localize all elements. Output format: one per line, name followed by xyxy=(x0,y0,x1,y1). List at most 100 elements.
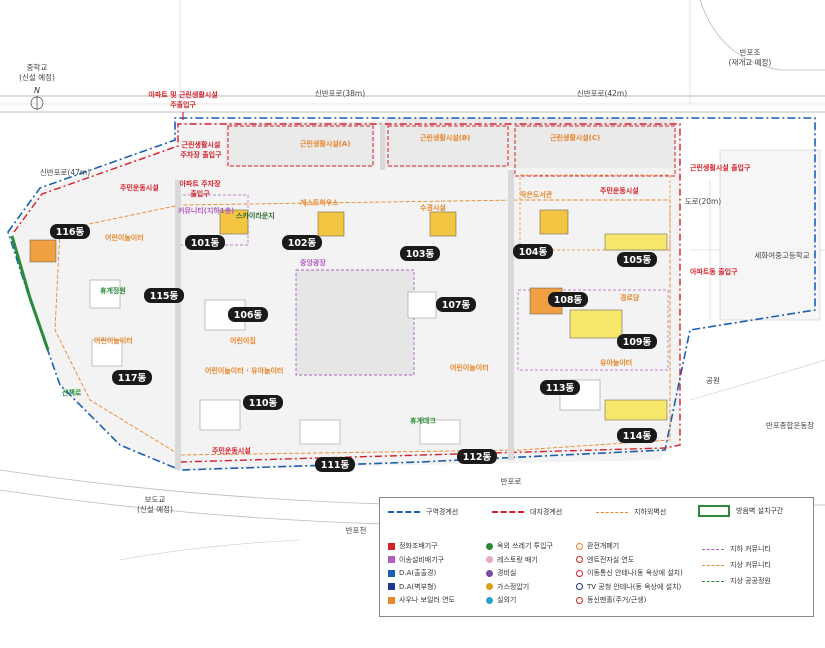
building-tag-101: 101동 xyxy=(185,235,225,250)
legend-swatch xyxy=(486,583,493,590)
building-tag-label: 115동 xyxy=(150,291,179,302)
fac-plaza: 중앙광장 xyxy=(300,258,326,267)
legend-swatch xyxy=(388,542,395,550)
legend-underground: 지하외벽선 xyxy=(596,507,666,517)
label-sinbanpo-47: 신반포로(47m) xyxy=(40,168,90,177)
underground-wall xyxy=(54,199,671,456)
label-park: 공원 xyxy=(706,376,720,385)
legend-swatch xyxy=(576,542,583,550)
building-tag-label: 110동 xyxy=(249,398,278,409)
building-tag-104: 104동 xyxy=(513,244,553,259)
building-tag-107: 107동 xyxy=(436,297,476,312)
legend-item: 이송설비배기구 xyxy=(388,555,444,565)
building-tag-label: 104동 xyxy=(519,247,548,258)
building-tag-bg xyxy=(513,244,553,259)
callout-apt-parking: 아파트 주차장 xyxy=(179,179,221,188)
internal-roads xyxy=(175,124,514,470)
zone-boundary xyxy=(7,117,816,471)
building-tag-117: 117동 xyxy=(112,370,152,385)
fac-kids-3: 어린이놀이터 · 유아놀이터 xyxy=(205,366,283,375)
legend-item: 지하 커뮤니티 xyxy=(702,544,771,554)
callout-apt-entrance-2: 주출입구 xyxy=(170,100,196,109)
building-tag-113: 113동 xyxy=(540,380,580,395)
legend-swatch xyxy=(388,569,395,577)
legend-label: 동신맨홀(주거/근생) xyxy=(587,596,647,604)
legend-label: D.A(출출경) xyxy=(399,569,437,577)
legend-item: 사우나 보일러 연도 xyxy=(388,595,455,605)
fac-bench: 휴게데크 xyxy=(410,416,436,425)
callout-retail-parking: 근린생활시설 xyxy=(182,140,221,149)
legend-zone-boundary: 구역경계선 xyxy=(388,507,458,517)
legend-swatch xyxy=(702,564,724,566)
building-tag-label: 101동 xyxy=(191,238,220,249)
fac-seniors: 경로당 xyxy=(620,293,640,302)
label-sinbanpo-38: 신반포로(38m) xyxy=(315,89,365,98)
legend-swatch xyxy=(576,569,583,577)
legend-item: 실외기 xyxy=(486,595,516,605)
noise-wall xyxy=(10,235,50,351)
legend-swatch xyxy=(576,596,583,604)
fac-playground: 유아놀이터 xyxy=(600,358,632,367)
building-tag-bg xyxy=(315,457,355,472)
legend-label: 이송설비배기구 xyxy=(399,555,445,564)
fac-kids-4: 어린이놀이터 xyxy=(450,363,489,372)
building-tag-115: 115동 xyxy=(144,288,184,303)
label-banpo-ro: 반포로 xyxy=(501,477,522,486)
building-tag-bg xyxy=(436,297,476,312)
building-tag-114: 114동 xyxy=(617,428,657,443)
label-sinbanpo-42: 신반포로(42m) xyxy=(577,89,627,98)
legend-label: D.A(벽부형) xyxy=(399,582,437,591)
building-tag-bg xyxy=(540,380,580,395)
fac-retail-c: 근린생활시설(C) xyxy=(550,133,600,142)
fac-kids: 어린이놀이터 xyxy=(105,233,144,242)
building-tag-bg xyxy=(617,252,657,267)
underground-line-swatch xyxy=(596,511,628,513)
legend-label: 레스토랑 배기 xyxy=(497,555,538,564)
legend-swatch xyxy=(576,556,583,563)
legend-label: 사우나 보일러 연도 xyxy=(399,596,455,604)
legend-label: 지하 커뮤니티 xyxy=(730,545,771,553)
building-tag-label: 114동 xyxy=(623,431,652,442)
fac-retail-b: 근린생활시설(B) xyxy=(420,133,470,142)
legend-label: 옥외 쓰레기 투입구 xyxy=(497,542,553,550)
legend-swatch xyxy=(486,542,493,550)
legend-item: 정화조배기구 xyxy=(388,541,438,551)
legend-label: 정화조배기구 xyxy=(399,542,438,550)
noise-wall-swatch xyxy=(698,505,730,517)
building-tag-label: 112동 xyxy=(463,452,492,463)
building-tag-label: 102동 xyxy=(288,238,317,249)
legend-item: D.A(벽부형) xyxy=(388,582,436,592)
building-tag-label: 111동 xyxy=(321,460,350,471)
legend-label: 가스정압기 xyxy=(497,582,530,591)
building-tag-102: 102동 xyxy=(282,235,322,250)
legend-item: D.A(출출경) xyxy=(388,568,436,578)
label-banpo-jo: 반포조 xyxy=(740,48,761,57)
legend-swatch xyxy=(486,596,493,604)
label-banpo-sports: 반포종합운동장 xyxy=(766,420,814,430)
legend-label: 환전개폐기 xyxy=(587,542,620,550)
north-arrow-label: N xyxy=(34,86,40,95)
legend-label: 지상 공공정원 xyxy=(730,577,771,585)
entrance-callouts: 아파트 및 근린생활시설 주출입구 근린생활시설 주차장 출입구 아파트 주차장… xyxy=(148,90,751,276)
fac-water: 수경시설 xyxy=(420,203,446,212)
label-banpo-cheon: 반포천 xyxy=(346,525,367,535)
building-tag-112: 112동 xyxy=(457,449,497,464)
fac-community-center: 커뮤니티(지하1층) xyxy=(178,206,234,215)
building-tag-bg xyxy=(243,395,283,410)
fac-retail-a: 근린생활시설(A) xyxy=(300,139,350,148)
callout-apt-parking-2: 출입구 xyxy=(190,189,210,198)
legend-label: 실외기 xyxy=(497,596,517,604)
outside-labels: 반포조 (재개교 예정) 중학교 (신설 예정) N 신반포로(38m) 신반포… xyxy=(19,48,814,535)
legend-swatch xyxy=(388,583,395,590)
legend-label: 엔트전자실 연도 xyxy=(587,555,635,564)
fac-kids-2: 어린이놀이터 xyxy=(94,336,133,345)
label-doro-20: 도로(20m) xyxy=(685,197,722,206)
callout-apt-exit: 아파트동 출입구 xyxy=(690,267,738,276)
zone-line-swatch xyxy=(388,511,420,513)
label-sehwa-school: 세화여중고등학교 xyxy=(754,250,809,260)
building-tag-106: 106동 xyxy=(228,307,268,322)
site-line-swatch xyxy=(492,511,524,513)
legend-label: TV 공청 안테나(동 옥상에 설치) xyxy=(587,582,682,591)
